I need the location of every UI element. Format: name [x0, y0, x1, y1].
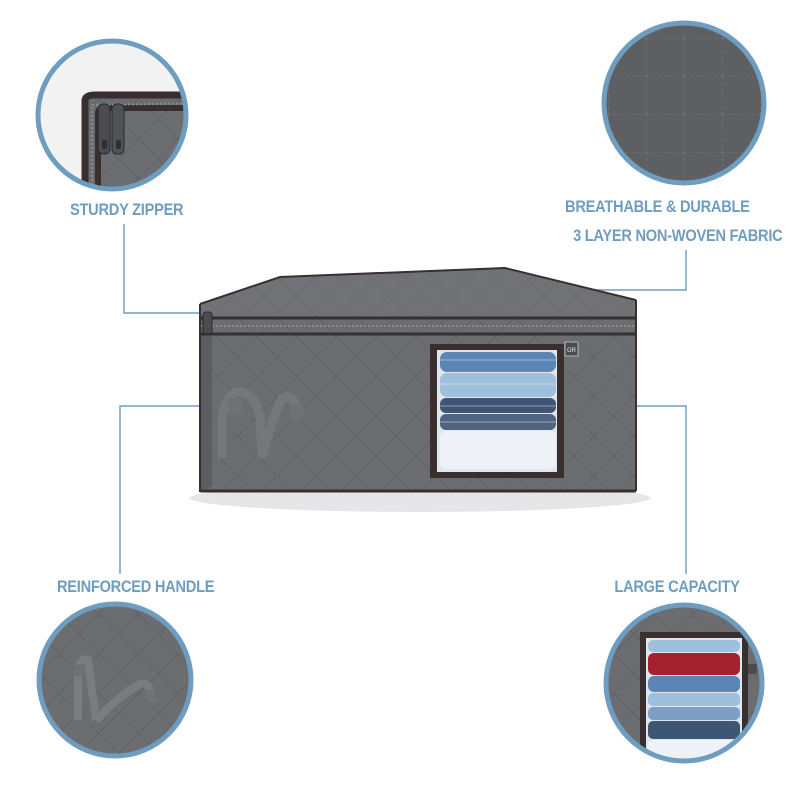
box-logo: GR	[567, 348, 577, 354]
handle-detail-circle	[36, 601, 194, 759]
zipper-detail-circle	[35, 38, 189, 192]
fabric-detail-circle	[601, 20, 767, 186]
label-sturdy-zipper: STURDY ZIPPER	[70, 200, 184, 219]
label-fabric-line1: BREATHABLE & DURABLE	[565, 197, 750, 216]
storage-box: GR	[190, 266, 650, 512]
label-reinforced-handle: REINFORCED HANDLE	[57, 577, 215, 596]
label-fabric-line2: 3 LAYER NON-WOVEN FABRIC	[572, 226, 783, 245]
capacity-detail-circle	[603, 602, 765, 764]
label-large-capacity: LARGE CAPACITY	[614, 577, 741, 596]
